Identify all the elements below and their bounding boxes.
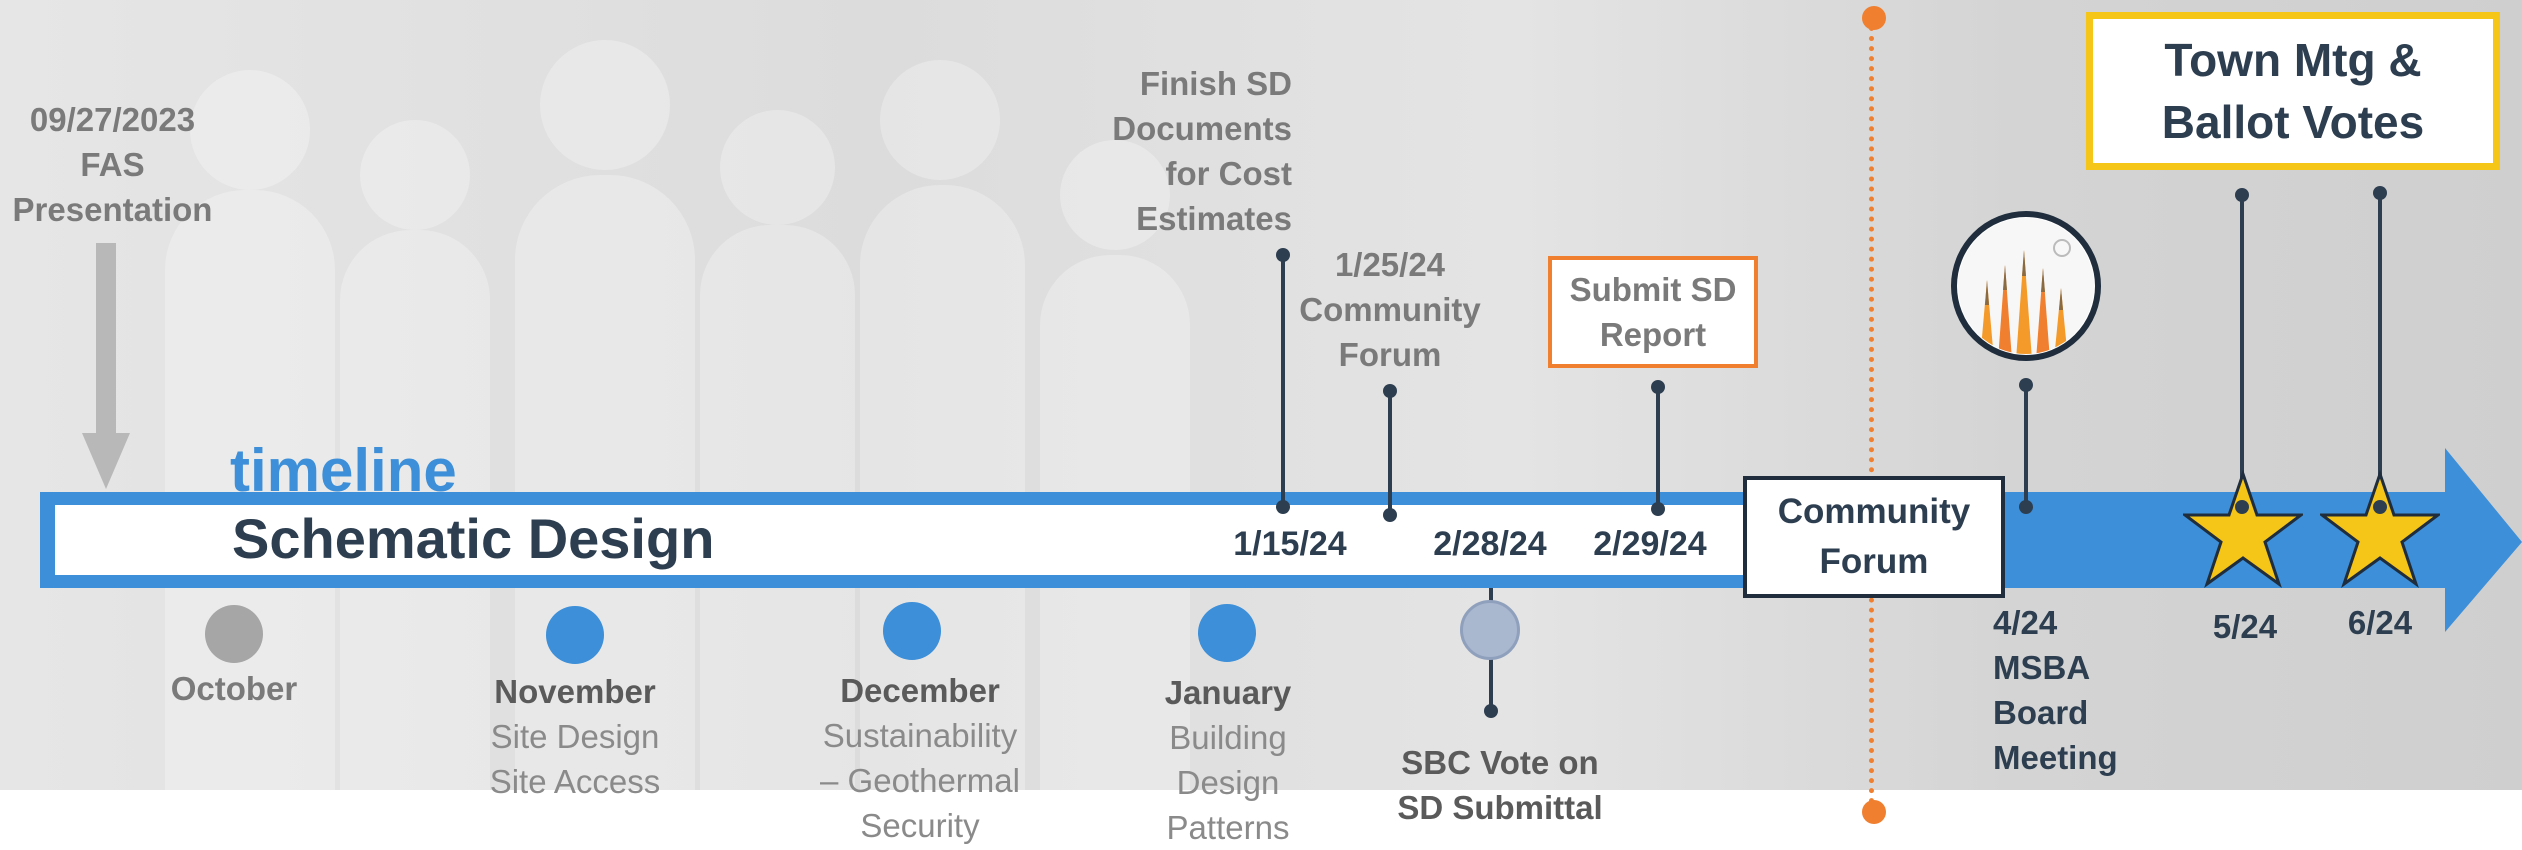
fas-date: 09/27/2023 [29, 101, 196, 138]
month-circle-december [883, 602, 941, 660]
june-dot-bottom [2373, 500, 2387, 514]
month-circle-october [205, 605, 263, 663]
date-2-28: 2/28/24 [1433, 525, 1547, 563]
community-forum-box-label: Community Forum [1777, 492, 1971, 581]
today-divider [1869, 16, 1874, 814]
msba-dot-bottom [2019, 500, 2033, 514]
community-forum-1-label: 1/25/24 Community Forum [1299, 246, 1481, 373]
community-forum-1-dot-bottom [1383, 508, 1397, 522]
submit-sd-box: Submit SD Report [1548, 256, 1758, 368]
star-icon [2320, 470, 2440, 588]
community-forum-box: Community Forum [1743, 476, 2005, 598]
june-stem [2378, 194, 2382, 506]
finish-sd-stem [1281, 254, 1285, 506]
sbc-vote-label: SBC Vote on SD Submittal [1397, 744, 1603, 826]
pencils-icon [1951, 211, 2101, 361]
finish-sd-label: Finish SD Documents for Cost Estimates [1112, 65, 1292, 237]
community-forum-1-stem [1388, 390, 1392, 515]
date-2-29: 2/29/24 [1593, 525, 1707, 563]
town-mtg-box: Town Mtg & Ballot Votes [2086, 12, 2500, 170]
msba-label: 4/24 MSBA Board Meeting [1993, 604, 2118, 776]
sbc-vote-circle [1460, 600, 1520, 660]
divider-dot-top [1862, 6, 1886, 30]
may-dot-top [2235, 188, 2249, 202]
divider-dot-bottom [1862, 800, 1886, 824]
month-october: October [170, 670, 298, 707]
month-december: December [840, 672, 1000, 709]
star-icon [2183, 470, 2303, 588]
submit-sd-stem [1656, 386, 1660, 510]
month-november-detail: Site Design Site Access [489, 718, 661, 800]
arrow-down-icon [82, 243, 130, 489]
month-december-detail: Sustainability – Geothermal Security [820, 717, 1020, 844]
timeline-label: timeline [230, 437, 457, 504]
finish-sd-dot-top [1276, 248, 1290, 262]
submit-sd-dot-top [1651, 380, 1665, 394]
town-mtg-label: Town Mtg & Ballot Votes [2161, 34, 2425, 148]
month-circle-january [1198, 604, 1256, 662]
month-circle-november [546, 606, 604, 664]
phase-title: Schematic Design [232, 507, 715, 570]
msba-dot-top [2019, 378, 2033, 392]
community-forum-1-dot-top [1383, 384, 1397, 398]
submit-sd-label: Submit SD Report [1569, 271, 1737, 353]
month-january-detail: Building Design Patterns [1166, 719, 1290, 846]
msba-stem [2024, 384, 2028, 508]
may-stem [2240, 196, 2244, 506]
june-dot-top [2373, 186, 2387, 200]
month-november: November [494, 673, 656, 710]
month-january: January [1164, 674, 1292, 711]
may-dot-bottom [2235, 500, 2249, 514]
finish-sd-dot-bottom [1276, 500, 1290, 514]
bottom-band [0, 790, 2522, 850]
sbc-vote-dot-bottom [1484, 704, 1498, 718]
submit-sd-dot-bottom [1651, 502, 1665, 516]
may-label: 5/24 [2212, 608, 2278, 645]
fas-label: FAS Presentation [12, 146, 213, 228]
date-1-15: 1/15/24 [1233, 525, 1347, 563]
june-label: 6/24 [2347, 604, 2413, 641]
